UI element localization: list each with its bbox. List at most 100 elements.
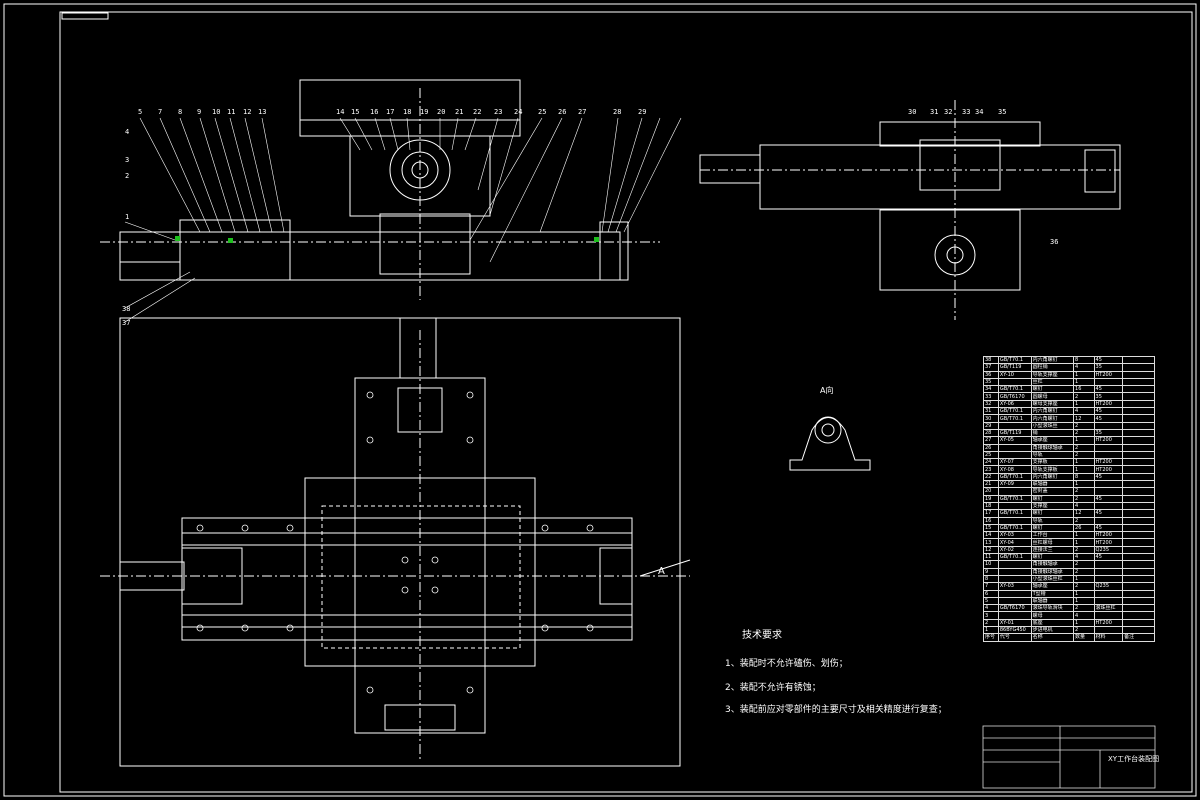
bom-cell: 1 xyxy=(1073,480,1095,489)
bom-cell xyxy=(997,450,1032,460)
bom-cell: 螺钉 xyxy=(1030,385,1075,394)
bom-cell xyxy=(1093,625,1124,635)
bom-cell: 37 xyxy=(983,363,999,372)
bom-cell: 16 xyxy=(1073,385,1095,394)
bom-cell: 1 xyxy=(983,625,999,635)
bom-cell: XY-10 xyxy=(997,370,1032,379)
balloon-number: 31 xyxy=(930,108,939,116)
balloon-number: 5 xyxy=(138,108,143,116)
bom-cell: 1 xyxy=(1073,436,1095,445)
bom-cell: GB/T70.1 xyxy=(997,552,1032,562)
bom-cell: 螺钉 xyxy=(1030,509,1075,518)
a-view-label: A向 xyxy=(820,386,834,395)
bom-cell xyxy=(1093,443,1124,452)
bom-cell: 1 xyxy=(1073,589,1095,598)
bom-cell xyxy=(1093,611,1124,620)
bom-cell: 20 xyxy=(983,487,999,496)
balloon-number: 12 xyxy=(243,108,252,116)
bom-cell: GB/T70.1 xyxy=(997,355,1032,365)
bom-cell xyxy=(1122,604,1155,613)
title-block-name: XY工作台装配图 xyxy=(1108,755,1160,763)
balloon-number: 18 xyxy=(403,108,412,116)
bom-cell: 支撑板 xyxy=(1030,458,1075,467)
front-view xyxy=(100,79,660,300)
bom-cell: 31 xyxy=(983,407,999,416)
balloon-number: 19 xyxy=(420,108,429,116)
bom-cell: T型槽 xyxy=(1030,589,1075,598)
bom-cell: 26 xyxy=(1073,523,1095,533)
bom-cell xyxy=(997,516,1032,525)
bom-cell: 7 xyxy=(983,582,999,591)
balloon-number: 2 xyxy=(125,172,130,180)
bom-cell xyxy=(997,567,1032,576)
bom-cell xyxy=(997,596,1032,606)
bom-cell xyxy=(1122,509,1155,518)
bom-cell: 代号 xyxy=(997,633,1032,642)
bom-cell: 18 xyxy=(983,501,999,511)
balloon-number: 16 xyxy=(370,108,379,116)
bom-cell: 33 xyxy=(983,392,999,401)
bom-cell: 小型滚珠丝 xyxy=(1030,421,1075,430)
bom-cell: HT200 xyxy=(1093,399,1124,409)
bom-cell: 2 xyxy=(1073,421,1095,430)
bom-cell: 销 xyxy=(1030,428,1075,438)
bom-cell xyxy=(1122,443,1155,452)
balloon-number: 24 xyxy=(514,108,523,116)
bom-cell: 24 xyxy=(983,458,999,467)
bom-cell: 8 xyxy=(983,574,999,584)
bom-cell: HT200 xyxy=(1093,465,1124,474)
balloon-number: 3 xyxy=(125,156,130,164)
bom-cell: 2 xyxy=(1073,625,1095,635)
bom-cell xyxy=(1122,450,1155,460)
bom-cell: 2 xyxy=(1073,582,1095,591)
balloon-number: 33 xyxy=(962,108,971,116)
bom-cell: 45 xyxy=(1093,494,1124,503)
bom-cell: 2 xyxy=(1073,428,1095,438)
bom-cell xyxy=(1122,472,1155,482)
bom-cell xyxy=(1122,370,1155,379)
balloon-number: 13 xyxy=(258,108,267,116)
bom-cell: 导轨 xyxy=(1030,450,1075,460)
bom-cell: 25 xyxy=(983,450,999,460)
bom-cell xyxy=(997,487,1032,496)
bom-cell: 圆螺母 xyxy=(1030,392,1075,401)
bom-cell: 30 xyxy=(983,414,999,423)
balloon-number: 36 xyxy=(1050,238,1059,246)
bom-cell xyxy=(1122,458,1155,467)
bom-cell xyxy=(997,560,1032,569)
bom-cell xyxy=(1093,501,1124,511)
balloon-number: 23 xyxy=(494,108,503,116)
balloon-number: 30 xyxy=(908,108,917,116)
bom-cell: 圆柱销 xyxy=(1030,363,1075,372)
bom-cell xyxy=(1122,552,1155,562)
bom-cell xyxy=(1122,399,1155,409)
bom-cell: XY-02 xyxy=(997,545,1032,555)
bom-cell: XY-03 xyxy=(997,531,1032,540)
bom-cell: 4 xyxy=(1073,552,1095,562)
bom-cell: 步进电机 xyxy=(1030,625,1075,635)
bom-cell: 29 xyxy=(983,421,999,430)
tech-requirements-heading: 技术要求 xyxy=(742,630,782,641)
bom-cell: 13 xyxy=(983,538,999,547)
bom-cell: 45 xyxy=(1093,552,1124,562)
balloon-number: 1 xyxy=(125,213,130,221)
bom-cell: 32 xyxy=(983,399,999,409)
bom-cell xyxy=(1122,501,1155,511)
bom-cell: 12 xyxy=(1073,414,1095,423)
bom-cell: 22 xyxy=(983,472,999,482)
